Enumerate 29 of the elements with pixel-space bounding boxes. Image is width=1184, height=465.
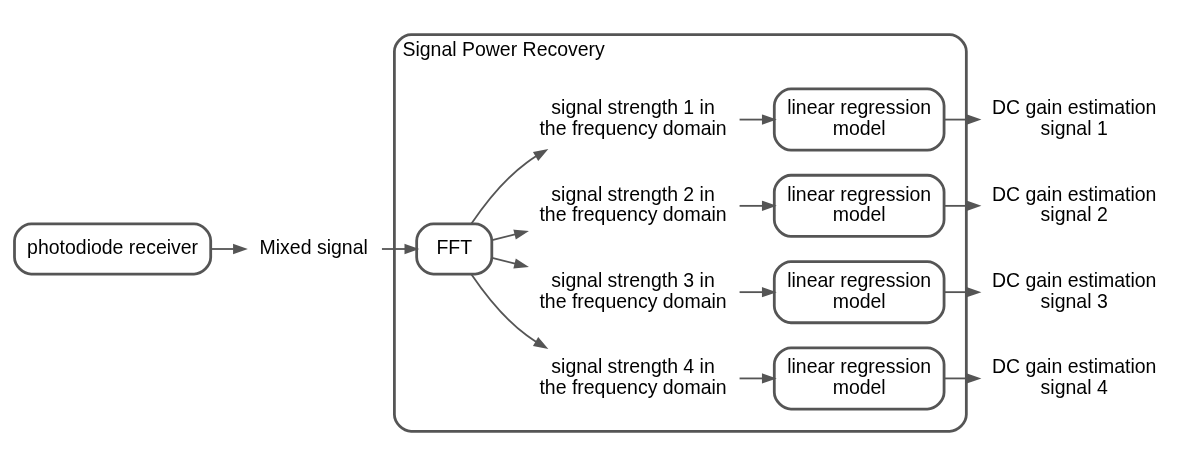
arrow (470, 272, 549, 349)
node-text: DC gain estimation signal 2 (991, 182, 1157, 225)
arrow (470, 148, 549, 225)
node-box: linear regression model (772, 87, 946, 152)
node-box: linear regression model (772, 173, 946, 238)
arrow (943, 286, 982, 297)
node-box: linear regression model (772, 345, 946, 410)
node-text: signal strength 2 in the frequency domain (539, 182, 727, 225)
node-text: signal strength 1 in the frequency domain (539, 95, 727, 139)
arrow (491, 229, 529, 241)
node-text: signal strength 4 in the frequency domain (539, 354, 727, 398)
arrow (738, 286, 777, 297)
node-text: signal strength 3 in the frequency domain (539, 268, 727, 312)
node-box: photodiode receiver (13, 222, 213, 275)
node-text: DC gain estimation signal 4 (991, 354, 1157, 398)
arrow (943, 372, 982, 384)
node-box: FFT (415, 222, 494, 275)
arrow (209, 243, 248, 254)
arrow (943, 113, 982, 125)
arrow (943, 200, 982, 211)
node-text: DC gain estimation signal 1 (991, 95, 1157, 139)
arrow (738, 200, 777, 211)
node-box: linear regression model (772, 259, 946, 324)
node-text: Mixed signal (259, 235, 368, 258)
arrow (381, 243, 420, 254)
arrow (491, 256, 529, 268)
node-text: DC gain estimation signal 3 (991, 268, 1157, 312)
arrow (738, 113, 777, 125)
arrow (738, 372, 777, 384)
